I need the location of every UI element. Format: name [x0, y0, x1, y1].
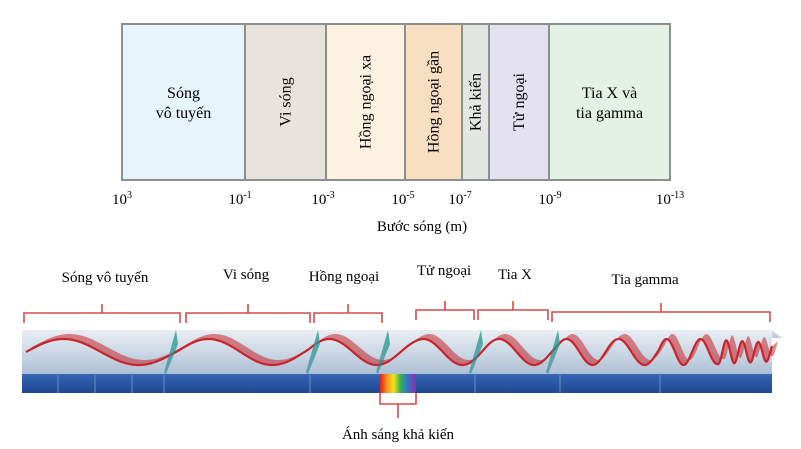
tick-base: 10	[228, 192, 243, 208]
region-bracket	[185, 304, 311, 323]
band-xray-label: Tia X và	[582, 85, 637, 102]
band-far-ir-label: Hồng ngoại xa	[358, 55, 375, 149]
region-divider-plane	[164, 330, 178, 374]
label-radio-waves: Sóng vô tuyến	[62, 270, 149, 286]
band-uv: Tử ngoại	[488, 23, 550, 181]
tick-label: 10-9	[538, 190, 561, 208]
band-xray-box	[548, 23, 671, 181]
tick-exponent: 3	[127, 190, 132, 201]
label-ultraviolet: Tử ngoại	[417, 263, 471, 279]
region-divider-plane	[546, 330, 560, 374]
label-gamma-rays: Tia gamma	[611, 272, 679, 288]
tick-base: 10	[656, 192, 671, 208]
band-xray: Tia X và tia gamma	[548, 23, 671, 181]
band-near-ir-box	[404, 23, 463, 181]
region-divider-plane	[306, 330, 320, 374]
region-divider-plane	[376, 330, 390, 374]
tick-base: 10	[112, 192, 127, 208]
band-uv-label: Tử ngoại	[511, 72, 528, 131]
visible-light-strip	[380, 374, 416, 393]
region-bracket	[477, 301, 549, 320]
band-near-ir: Hồng ngoại gần	[404, 23, 463, 181]
tick-base: 10	[448, 192, 463, 208]
region-bracket	[415, 301, 475, 320]
label-x-ray: Tia X	[498, 267, 532, 283]
band-far-ir: Hồng ngoại xa	[325, 23, 406, 181]
tick-exponent: -3	[326, 190, 334, 201]
region-divider-plane	[469, 330, 483, 374]
region-brackets	[23, 301, 771, 418]
label-microwaves: Vi sóng	[223, 267, 270, 283]
tick-exponent: -1	[243, 190, 251, 201]
band-uv-box	[488, 23, 550, 181]
tick-label: 10-1	[228, 190, 251, 208]
tick-exponent: -5	[406, 190, 414, 201]
tick-exponent: -13	[671, 190, 684, 201]
tick-base: 10	[391, 192, 406, 208]
label-visible-light: Ánh sáng khả kiến	[342, 426, 455, 443]
wavelength-axis-label: Bước sóng (m)	[377, 219, 467, 235]
visible-light-bracket	[379, 393, 417, 418]
band-micro: Vi sóng	[244, 23, 327, 181]
band-xray-label: tia gamma	[576, 105, 643, 122]
band-far-ir-box	[325, 23, 406, 181]
band-micro-box	[244, 23, 327, 181]
tick-label: 10-7	[448, 190, 471, 208]
track-segment-lines	[57, 375, 661, 393]
spectrum-band-chart: Sóng vô tuyến Vi sóng Hồng ngoại xa Hồng ngo…	[121, 23, 671, 181]
tick-label: 10-13	[656, 190, 684, 208]
tick-label: 10-3	[311, 190, 334, 208]
tick-exponent: -9	[553, 190, 561, 201]
region-divider-planes	[164, 330, 560, 374]
region-bracket	[23, 304, 181, 323]
band-radio-box	[121, 23, 246, 181]
band-micro-label: Vi sóng	[278, 77, 295, 126]
region-bracket	[313, 304, 383, 323]
tick-label: 10-5	[391, 190, 414, 208]
region-bracket	[551, 303, 771, 322]
band-visible: Khả kiến	[461, 23, 490, 181]
tick-base: 10	[311, 192, 326, 208]
tick-exponent: -7	[463, 190, 471, 201]
band-radio-label: vô tuyến	[156, 105, 212, 122]
band-visible-label: Khả kiến	[468, 73, 485, 131]
track-body	[22, 330, 772, 374]
band-near-ir-label: Hồng ngoại gần	[426, 51, 443, 153]
tick-label: 103	[112, 190, 132, 208]
tick-base: 10	[538, 192, 553, 208]
band-radio-label: Sóng	[167, 85, 200, 102]
wave-ribbon	[26, 334, 778, 365]
band-radio: Sóng vô tuyến	[121, 23, 246, 181]
label-infrared: Hồng ngoại	[309, 269, 379, 285]
